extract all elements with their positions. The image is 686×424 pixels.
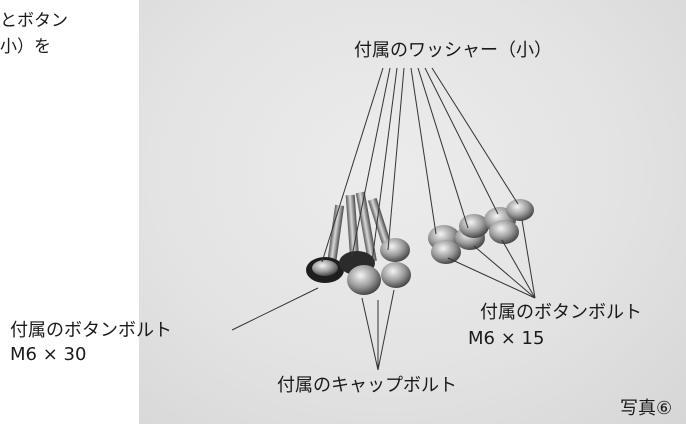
leader-line [387,67,405,251]
bolt-shaft [326,204,345,266]
long-bolt-group [306,191,411,295]
bolt-head [347,265,381,295]
leader-line [410,67,437,235]
leader-line [447,257,536,299]
label-cap-bolt: 付属のキャップボルト [277,375,457,396]
bolt-shaft [345,194,360,261]
label-button-bolt-m6x15-size: M6 × 15 [468,328,545,349]
leader-line [231,287,319,331]
leader-line [321,67,384,263]
leader-lines [231,67,536,371]
intro-text-line-2: 小）を [0,37,51,57]
photo-background [139,0,686,424]
leader-line [351,67,391,257]
leader-line [521,219,536,299]
bolt-head [431,240,461,264]
label-button-bolt-m6x15-name: 付属のボタンボルト [480,302,642,323]
leader-line [501,239,536,299]
leader-line [417,67,469,229]
leader-line [371,67,398,263]
bolt-head [381,262,411,288]
bolt-head [489,220,519,244]
leader-line [473,245,536,299]
photo-number: 写真⑥ [620,398,673,419]
bolt-head [380,238,410,262]
leader-line [424,67,499,215]
bolt-head [459,214,489,238]
leader-line [361,297,379,371]
leader-line [377,289,395,371]
label-washer-small: 付属のワッシャー（小） [354,40,552,61]
leader-line [431,67,519,205]
label-button-bolt-m6x30-name: 付属のボタンボルト [10,320,172,341]
bolt-head-highlight [312,260,338,276]
short-bolt-group [428,199,534,264]
bolt-head [506,199,534,221]
label-button-bolt-m6x30-size: M6 × 30 [10,344,87,365]
intro-text: とボタン 小）を [0,8,68,60]
intro-text-line-1: とボタン [0,11,68,31]
